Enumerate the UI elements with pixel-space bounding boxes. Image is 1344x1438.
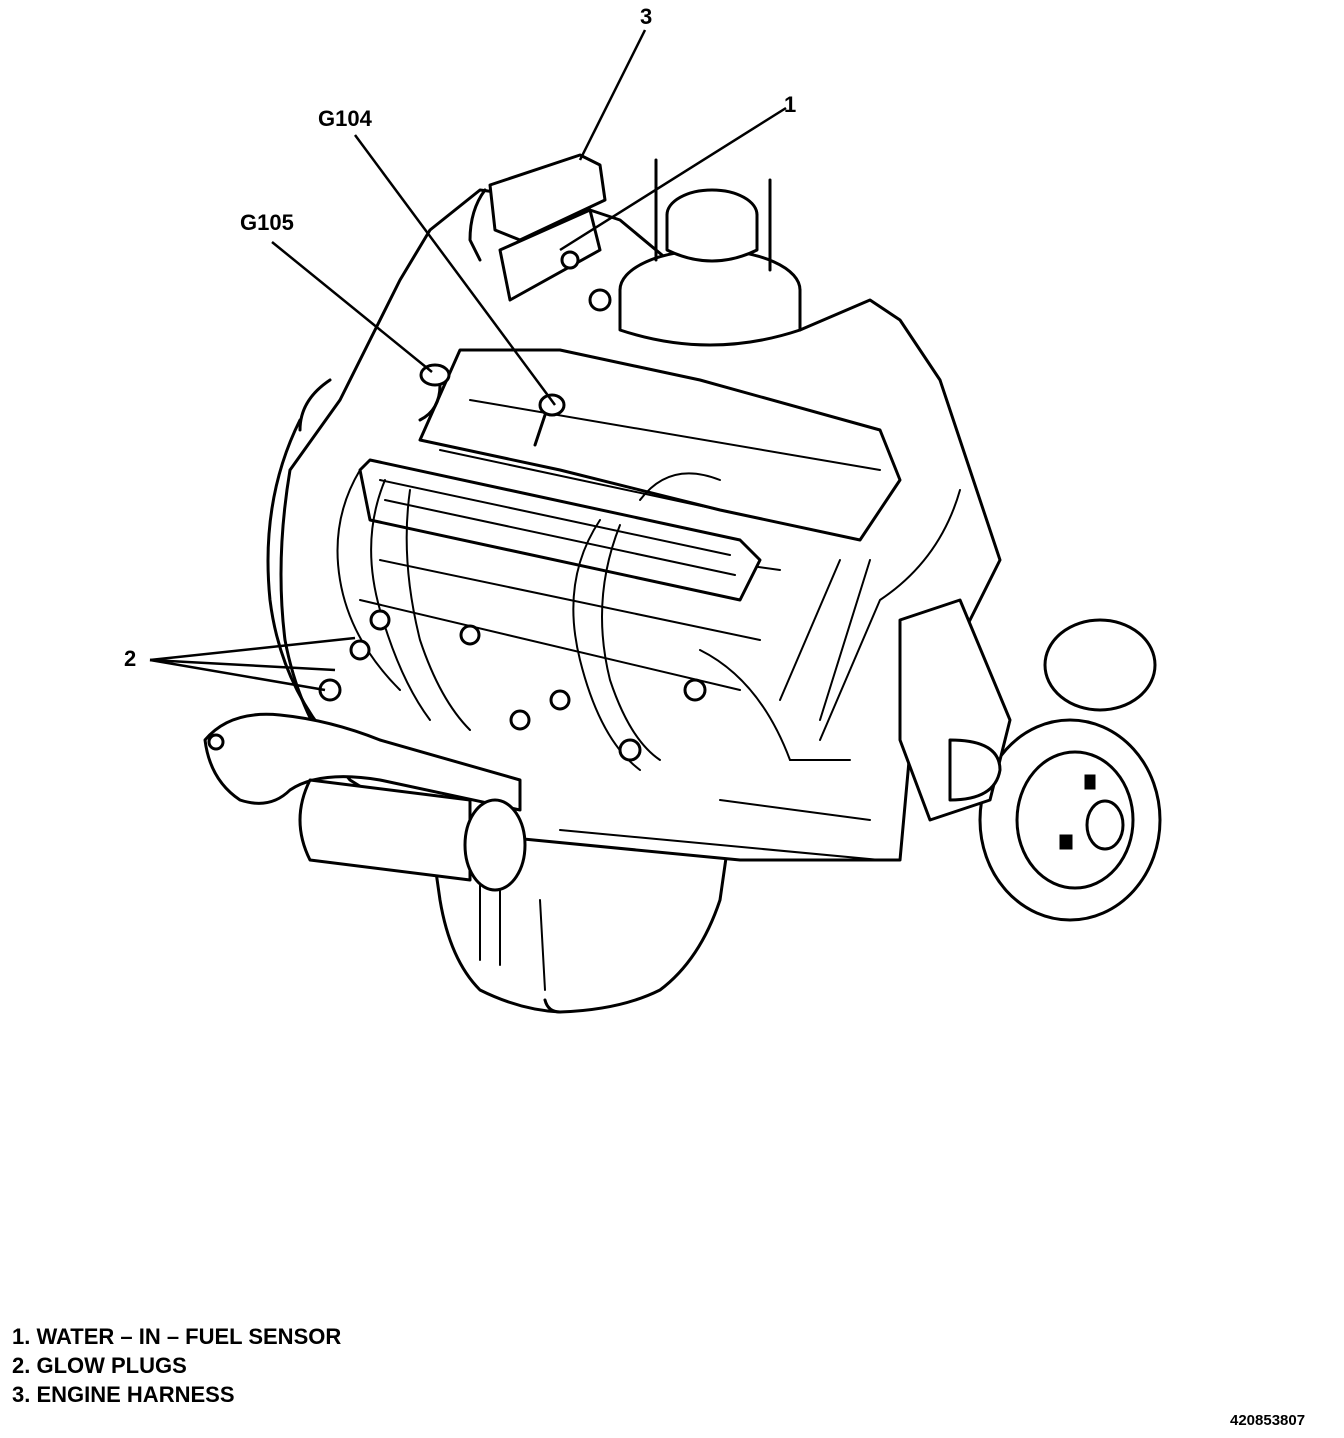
leader-2a bbox=[149, 636, 356, 662]
figure-id: 420853807 bbox=[1230, 1412, 1306, 1429]
legend-item-2: 2. GLOW PLUGS bbox=[12, 1353, 187, 1378]
callout-water-in-fuel-sensor: 1 bbox=[784, 92, 797, 117]
harness-connector bbox=[468, 153, 612, 312]
legend: 1. WATER – IN – FUEL SENSOR 2. GLOW PLUG… bbox=[12, 1322, 341, 1409]
air-inlet bbox=[618, 158, 802, 347]
intake-manifold bbox=[418, 348, 902, 542]
callout-glow-plugs: 2 bbox=[124, 646, 137, 671]
legend-item-3: 3. ENGINE HARNESS bbox=[12, 1382, 235, 1407]
leader-g105 bbox=[271, 241, 433, 373]
exhaust-manifold bbox=[203, 712, 522, 812]
leader-g104 bbox=[353, 134, 557, 406]
leader-2b bbox=[149, 658, 336, 672]
callout-engine-harness: 3 bbox=[640, 4, 653, 29]
leader-3 bbox=[578, 29, 647, 161]
crank-pulley bbox=[978, 618, 1162, 922]
callout-ground-g104: G104 bbox=[318, 106, 372, 131]
callout-ground-g105: G105 bbox=[240, 210, 294, 235]
front-bracket bbox=[898, 598, 1012, 822]
legend-item-1: 1. WATER – IN – FUEL SENSOR bbox=[12, 1324, 342, 1349]
ground-points bbox=[418, 363, 566, 447]
starter-motor bbox=[298, 778, 527, 892]
leader-1 bbox=[559, 106, 787, 252]
glow-plugs bbox=[318, 609, 707, 762]
leader-2c bbox=[149, 658, 326, 692]
valve-cover bbox=[358, 458, 762, 602]
leader-lines bbox=[149, 29, 787, 692]
